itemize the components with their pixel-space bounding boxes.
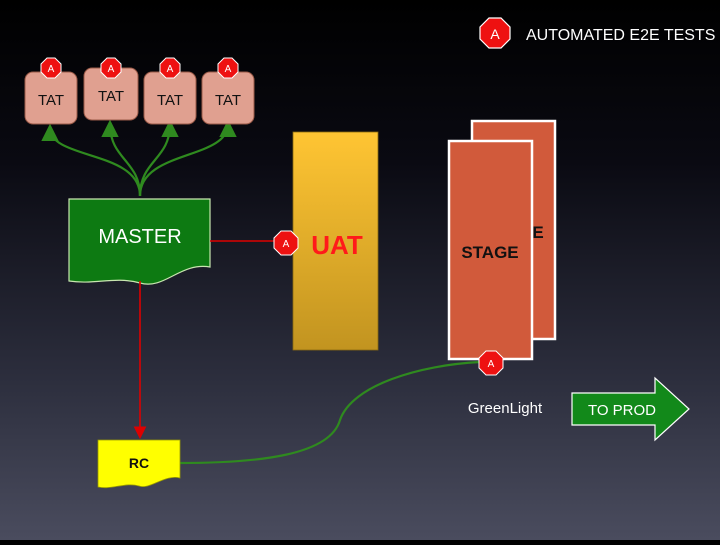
badge-letter: A: [167, 64, 174, 75]
badge-letter: A: [108, 64, 115, 75]
tat-box-3: TAT: [143, 71, 197, 125]
tat-box-label: TAT: [38, 92, 64, 109]
master-box: MASTER: [68, 198, 211, 285]
uat-badge-icon: A: [273, 230, 299, 256]
legend: A AUTOMATED E2E TESTS: [479, 17, 715, 49]
connector-master-tat-3: [138, 119, 179, 197]
badge-letter: A: [488, 359, 495, 370]
stage-badge-icon: A: [478, 350, 504, 376]
badge-letter: A: [48, 64, 55, 75]
uat-box: UAT: [292, 131, 379, 351]
tat-badge-4-icon: A: [217, 57, 239, 79]
stage-back-label-fragment: E: [532, 223, 543, 242]
badge-letter: A: [225, 64, 232, 75]
rc-label: RC: [129, 455, 149, 471]
connector-rc-stage: [179, 360, 481, 465]
tat-box-4: TAT: [201, 71, 255, 125]
badge-letter: A: [283, 239, 290, 250]
master-label: MASTER: [98, 226, 181, 248]
tat-box-2: TAT: [83, 67, 139, 121]
tat-box-label: TAT: [215, 92, 241, 109]
tat-badge-3-icon: A: [159, 57, 181, 79]
tat-badge-2-icon: A: [100, 57, 122, 79]
stage-label: STAGE: [461, 243, 518, 262]
legend-badge-icon: [479, 17, 511, 49]
stage-front-card: STAGE: [447, 139, 534, 361]
rc-box: RC: [97, 439, 181, 489]
uat-label: UAT: [311, 230, 363, 260]
legend-badge-letter: A: [490, 26, 500, 42]
tat-box-label: TAT: [157, 92, 183, 109]
master-to-tat-connectors: [41, 119, 237, 197]
legend-label: AUTOMATED E2E TESTS: [526, 27, 715, 44]
tat-badge-1-icon: A: [40, 57, 62, 79]
connector-master-tat-4: [138, 119, 237, 197]
tat-badges: A A A A: [40, 57, 239, 79]
connector-master-tat-2: [101, 119, 142, 197]
to-prod-label: TO PROD: [588, 402, 656, 419]
connector-master-tat-1: [41, 123, 142, 197]
to-prod-arrow: TO PROD: [571, 376, 690, 442]
tat-box-1: TAT: [24, 71, 78, 125]
greenlight-label: GreenLight: [468, 400, 543, 417]
tat-box-label: TAT: [98, 88, 124, 105]
